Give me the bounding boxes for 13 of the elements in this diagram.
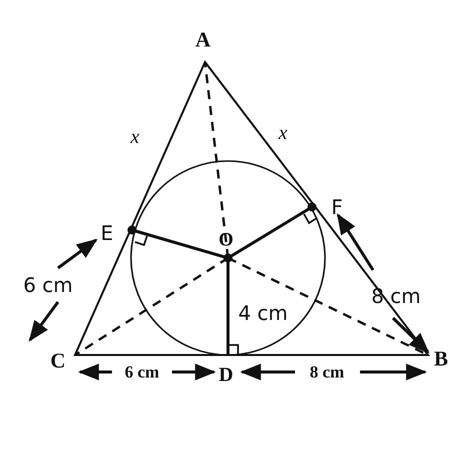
length-label: 6 cm	[23, 275, 73, 295]
point-label: E	[100, 223, 114, 243]
point-label: A	[195, 30, 211, 50]
length-label: 8 cm	[310, 364, 344, 380]
point-label: O	[218, 230, 234, 250]
point-label: D	[218, 365, 234, 385]
point-label: C	[50, 350, 66, 372]
length-label: 6 cm	[124, 364, 160, 380]
variable-label: x	[130, 127, 140, 147]
length-label: 4 cm	[238, 303, 288, 323]
variable-label: x	[278, 123, 288, 143]
point-label: F	[331, 197, 343, 217]
point-label: B	[434, 348, 448, 370]
